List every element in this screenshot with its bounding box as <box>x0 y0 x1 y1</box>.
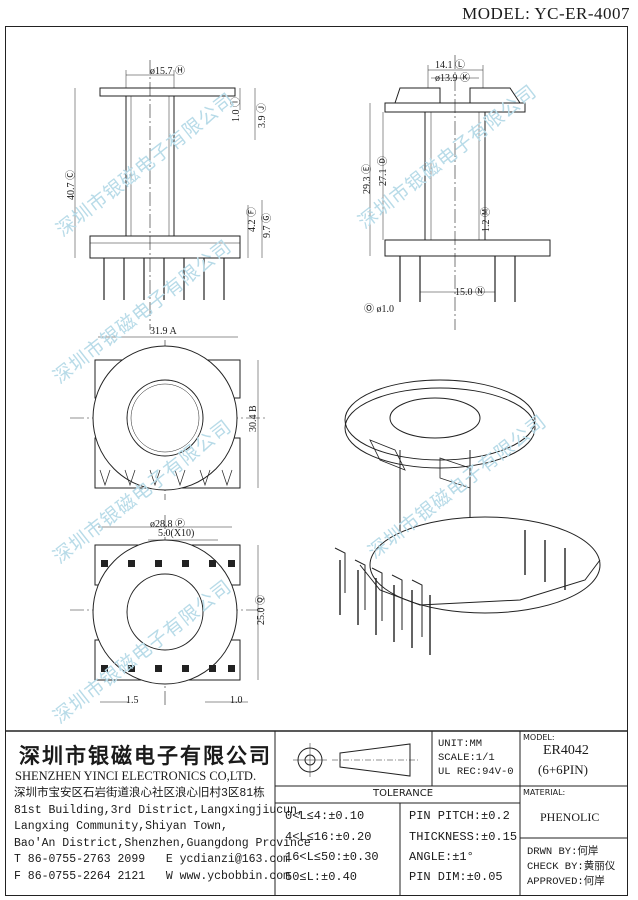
side-view <box>369 55 551 330</box>
dim-40-7: 40.7 Ⓒ <box>66 170 77 200</box>
tolerance-3: 16<L≤50:±0.30 <box>285 850 379 864</box>
front-view <box>74 60 263 330</box>
dim-3-9: 3.9 Ⓙ <box>257 103 268 128</box>
contact-line-1: T 86-0755-2763 2099 E ycdianzi@163.com <box>14 853 291 866</box>
tolerance-1: 0<L≤4:±0.10 <box>285 809 365 823</box>
top-view <box>70 336 265 500</box>
tolerance-pin-dim: PIN DIM:±0.05 <box>409 870 503 884</box>
model-title-value: YC-ER-4007 <box>534 4 630 23</box>
address-line-2: 81st Building,3rd District,Langxingjiucu… <box>14 803 304 817</box>
title-block-lines <box>5 730 628 896</box>
dim-28-8: ø28.8 Ⓟ <box>150 519 185 530</box>
material-label: MATERIAL: <box>523 788 566 797</box>
company-name-cn: 深圳市银磁电子有限公司 <box>19 744 272 768</box>
drawn-by: DRWN BY:何岸 <box>527 846 599 858</box>
tolerance-pin-pitch: PIN PITCH:±0.2 <box>409 809 510 823</box>
scale: SCALE:1/1 <box>438 752 495 764</box>
address-line-1: 深圳市宝安区石岩街道浪心社区浪心旧村3区81栋 <box>14 787 265 800</box>
dim-1-5: 1.5 <box>126 695 139 706</box>
dim-14-1: 14.1 Ⓛ <box>435 60 465 71</box>
address-line-3: Langxing Community,Shiyan Town, <box>14 820 228 833</box>
tolerance-2: 4<L≤16:±0.20 <box>285 830 372 844</box>
tolerance-angle: ANGLE:±1° <box>409 850 474 864</box>
dim-29-3: 29.3 Ⓔ <box>362 164 373 194</box>
dim-top-width: ø15.7 Ⓗ <box>150 66 185 77</box>
dim-30-4: 30.4 B <box>248 405 259 432</box>
material: PHENOLIC <box>540 810 600 824</box>
tolerance-4: 50≤L:±0.40 <box>285 870 358 884</box>
model-title: MODEL:YC-ER-4007 <box>462 4 630 24</box>
bottom-view <box>70 515 265 705</box>
tolerance-title: TOLERANCE <box>373 788 434 799</box>
contact-line-2: F 86-0755-2264 2121 W www.ycbobbin.com <box>14 869 291 883</box>
unit: UNIT:MM <box>438 738 483 750</box>
dim-25-0: 25.0 Ⓠ <box>256 595 267 625</box>
dim-5-0: 5.0(X10) <box>158 528 195 539</box>
dim-9-7: 9.7 Ⓖ <box>262 213 273 238</box>
ul-rec: UL REC:94V-0 <box>438 766 514 778</box>
dim-pin-dia: Ⓞ ø1.0 <box>364 304 394 315</box>
company-name-en: SHENZHEN YINCI ELECTRONICS CO,LTD. <box>15 769 257 783</box>
model-name: ER4042 <box>543 743 589 758</box>
model-title-label: MODEL: <box>462 4 531 23</box>
model-label: MODEL: <box>523 733 555 742</box>
dim-1-2: 1.2 Ⓜ <box>481 207 492 232</box>
company-address: 深圳市宝安区石岩街道浪心社区浪心旧村3区81栋 81st Building,3r… <box>14 786 311 885</box>
front-base <box>89 235 241 259</box>
dim-27-1: 27.1 Ⓓ <box>378 156 389 186</box>
tolerance-thickness: THICKNESS:±0.15 <box>409 830 518 844</box>
check-by: CHECK BY:黄丽仪 <box>527 861 616 873</box>
isometric-view <box>334 379 601 655</box>
dim-1-0b: 1.0 <box>230 695 243 706</box>
front-top-flange <box>99 87 236 97</box>
approved-by: APPROVED:何岸 <box>527 876 605 888</box>
dim-4-2: 4.2 Ⓕ <box>247 207 258 232</box>
drawing-frame <box>5 26 628 896</box>
model-pins: (6+6PIN) <box>538 762 588 777</box>
dim-31-9: 31.9 A <box>150 326 177 337</box>
dim-13-9: ø13.9 Ⓚ <box>435 73 470 84</box>
title-block: 深圳市银磁电子有限公司 SHENZHEN YINCI ELECTRONICS C… <box>5 731 628 896</box>
address-line-4: Bao'An District,Shenzhen,Guangdong Provi… <box>14 836 311 850</box>
dim-15-0: 15.0 Ⓝ <box>455 287 485 298</box>
